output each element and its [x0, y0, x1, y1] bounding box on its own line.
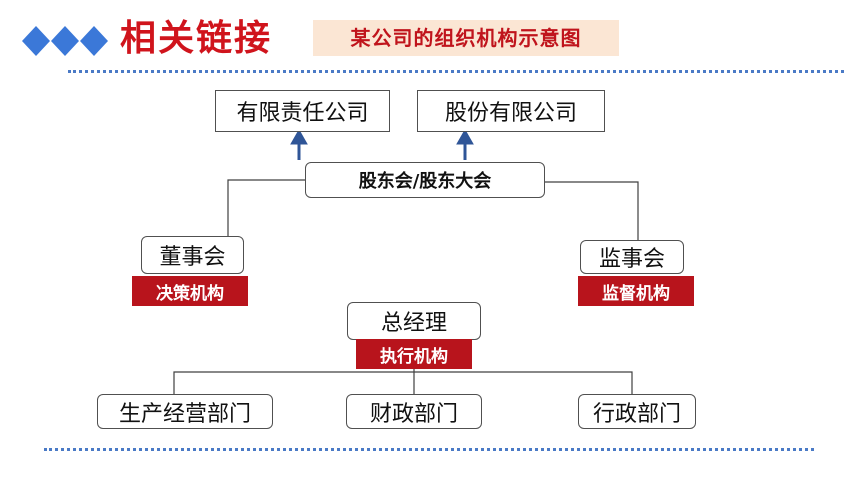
- diamond-decoration-icon: [22, 26, 108, 56]
- supervisory-body-tag: 监督机构: [578, 276, 694, 306]
- board-of-directors-box: 董事会: [141, 236, 244, 274]
- executive-body-tag: 执行机构: [356, 339, 472, 369]
- top-divider: [68, 70, 844, 73]
- limited-liability-company-box: 有限责任公司: [215, 90, 390, 132]
- joint-stock-company-box: 股份有限公司: [417, 90, 605, 132]
- general-manager-box: 总经理: [347, 302, 481, 340]
- arrow-up-icon: [290, 128, 308, 160]
- bottom-divider: [44, 448, 814, 451]
- department-box-production: 生产经营部门: [97, 394, 273, 429]
- arrow-up-icon: [456, 128, 474, 160]
- department-box-administration: 行政部门: [578, 394, 696, 429]
- decision-body-tag: 决策机构: [132, 276, 248, 306]
- department-box-finance: 财政部门: [346, 394, 482, 429]
- page-title: 相关链接: [120, 18, 273, 59]
- board-of-supervisors-box: 监事会: [580, 240, 684, 274]
- shareholders-meeting-box: 股东会/股东大会: [305, 162, 545, 198]
- diagram-subtitle: 某公司的组织机构示意图: [313, 20, 619, 56]
